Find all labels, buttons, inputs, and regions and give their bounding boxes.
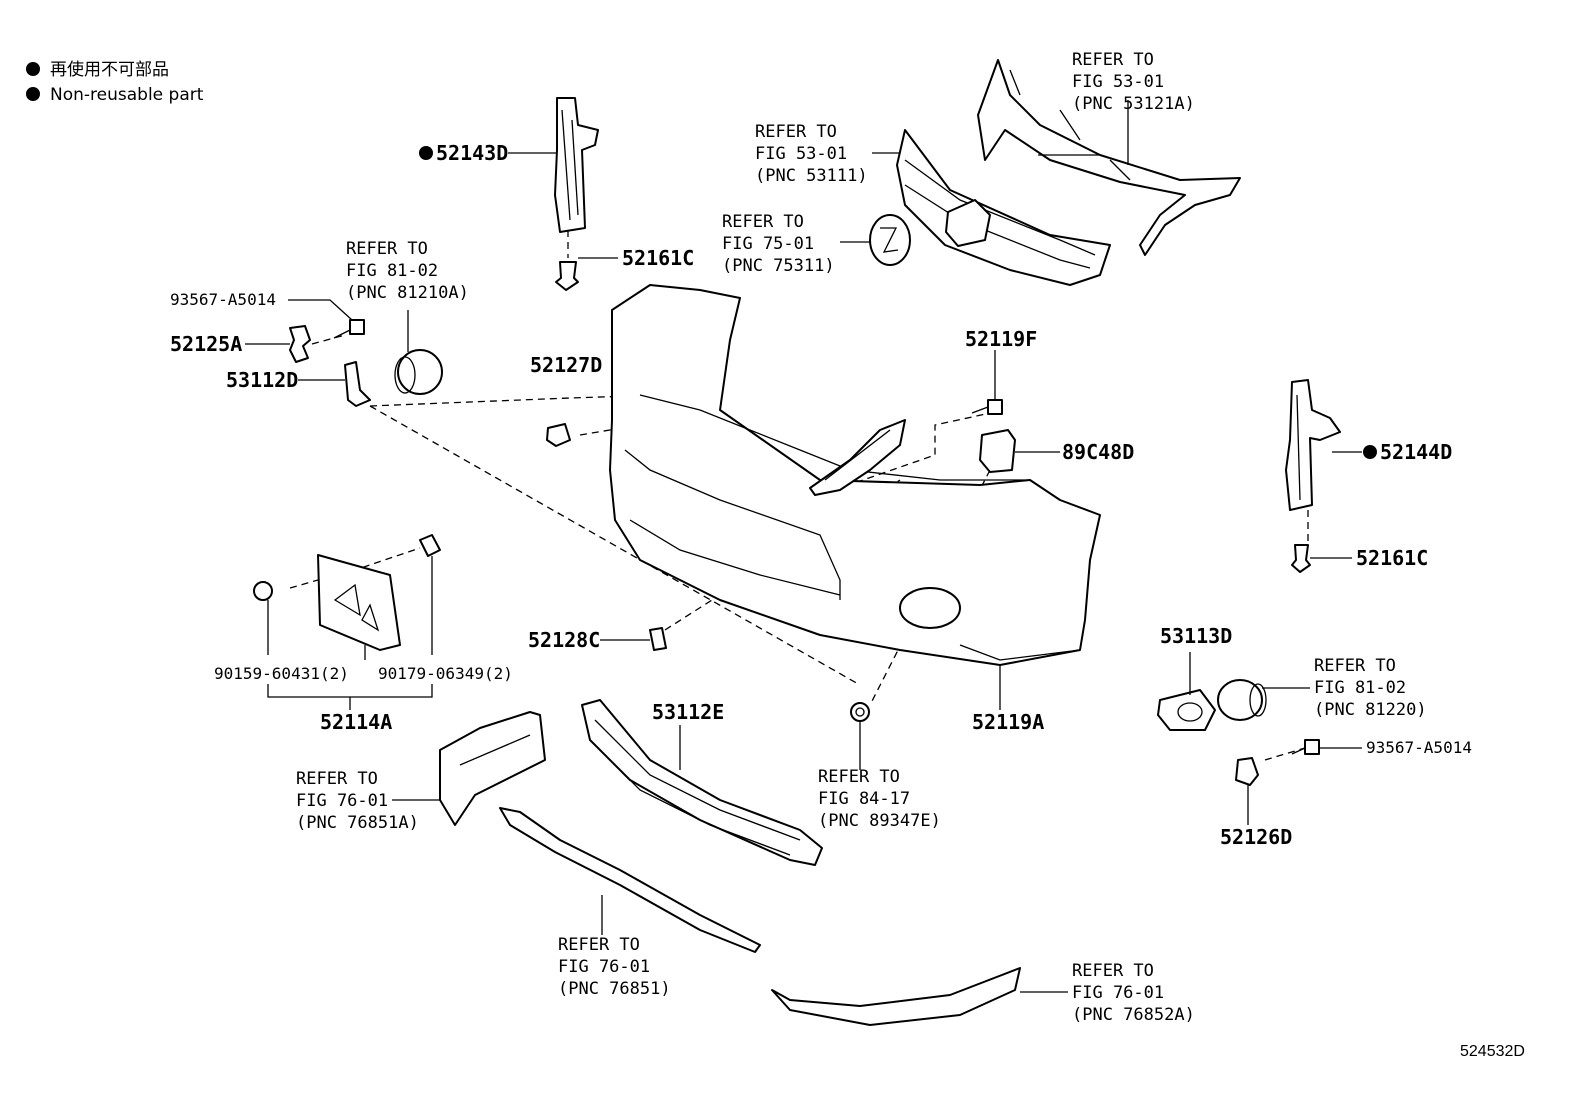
label-52119F[interactable]: 52119F (965, 327, 1037, 351)
screw-52119F[interactable] (971, 399, 1003, 415)
label-52161C-top[interactable]: 52161C (622, 246, 694, 270)
screw-93567-right[interactable] (1291, 739, 1320, 755)
svg-text:(PNC 89347E): (PNC 89347E) (818, 811, 941, 831)
part-89C48D[interactable] (979, 429, 1016, 473)
svg-text:REFER TO: REFER TO (1314, 656, 1396, 676)
svg-text:REFER TO: REFER TO (722, 212, 804, 232)
garnish-76851A[interactable] (439, 711, 546, 826)
legend-english: Non-reusable part (50, 85, 204, 105)
part-labels: 52143D 52161C 93567-A5014 52125A 53112D … (170, 141, 1472, 849)
cap-52127D[interactable] (546, 423, 571, 447)
ref-fig-76-01-b[interactable]: REFER TO FIG 76-01 (PNC 76851) (558, 935, 671, 999)
fog-cover-53113D[interactable] (1157, 689, 1216, 731)
svg-text:FIG 75-01: FIG 75-01 (722, 234, 814, 254)
svg-text:FIG 81-02: FIG 81-02 (346, 261, 438, 281)
label-93567-left[interactable]: 93567-A5014 (170, 290, 276, 309)
svg-text:REFER TO: REFER TO (346, 239, 428, 259)
ref-fig-76-01-a[interactable]: REFER TO FIG 76-01 (PNC 76851A) (296, 769, 419, 833)
svg-text:FIG 76-01: FIG 76-01 (558, 957, 650, 977)
refer-to-labels: REFER TO FIG 81-02 (PNC 81210A) REFER TO… (296, 50, 1427, 1025)
non-reusable-dot-icon (1363, 445, 1377, 459)
label-52119A[interactable]: 52119A (972, 710, 1044, 734)
svg-text:REFER TO: REFER TO (1072, 50, 1154, 70)
grille-53111[interactable] (896, 129, 1111, 286)
screw-93567-left[interactable] (333, 319, 365, 339)
label-52161C-right[interactable]: 52161C (1356, 546, 1428, 570)
ref-fig-75-01[interactable]: REFER TO FIG 75-01 (PNC 75311) (722, 212, 835, 276)
svg-text:FIG 76-01: FIG 76-01 (296, 791, 388, 811)
svg-text:(PNC 75311): (PNC 75311) (722, 256, 835, 276)
bracket-52126D[interactable] (1235, 757, 1259, 786)
ref-fig-53-01-b[interactable]: REFER TO FIG 53-01 (PNC 53111) (755, 122, 868, 186)
ref-fig-81-02-b[interactable]: REFER TO FIG 81-02 (PNC 81220) (1314, 656, 1427, 720)
retainer-center[interactable] (809, 419, 906, 496)
svg-text:(PNC 81210A): (PNC 81210A) (346, 283, 469, 303)
label-89C48D[interactable]: 89C48D (1062, 440, 1134, 464)
label-52125A[interactable]: 52125A (170, 332, 242, 356)
svg-text:FIG 53-01: FIG 53-01 (755, 144, 847, 164)
svg-text:REFER TO: REFER TO (818, 767, 900, 787)
bracket-53112D[interactable] (344, 361, 371, 407)
label-52143D[interactable]: 52143D (436, 141, 508, 165)
clip-52161C-right[interactable] (1291, 544, 1311, 573)
label-52126D[interactable]: 52126D (1220, 825, 1292, 849)
license-bracket-52114A[interactable] (317, 554, 401, 651)
non-reusable-dot-icon (419, 146, 433, 160)
label-53112D[interactable]: 53112D (226, 368, 298, 392)
figure-id: 524532D (1460, 1043, 1525, 1060)
emblem-75311[interactable] (869, 214, 911, 266)
svg-text:REFER TO: REFER TO (558, 935, 640, 955)
ref-fig-81-02-a[interactable]: REFER TO FIG 81-02 (PNC 81210A) (346, 239, 469, 303)
lower-grille-53112E[interactable] (581, 699, 823, 866)
label-53112E[interactable]: 53112E (652, 700, 724, 724)
trim-76852A[interactable] (771, 967, 1021, 1026)
moulding-76851[interactable] (499, 807, 761, 953)
legend: 再使用不可部品 Non-reusable part (26, 59, 204, 105)
ref-fig-84-17[interactable]: REFER TO FIG 84-17 (PNC 89347E) (818, 767, 941, 831)
svg-text:(PNC 53111): (PNC 53111) (755, 166, 868, 186)
non-reusable-dot-icon (26, 87, 40, 101)
clip-52161C-top[interactable] (555, 261, 579, 291)
ref-fig-53-01-a[interactable]: REFER TO FIG 53-01 (PNC 53121A) (1072, 50, 1195, 114)
label-53113D[interactable]: 53113D (1160, 624, 1232, 648)
leader-lines (245, 100, 1362, 993)
svg-text:(PNC 53121A): (PNC 53121A) (1072, 94, 1195, 114)
cap-52128C[interactable] (649, 627, 667, 651)
svg-text:FIG 81-02: FIG 81-02 (1314, 678, 1406, 698)
svg-text:REFER TO: REFER TO (755, 122, 837, 142)
label-52127D[interactable]: 52127D (530, 353, 602, 377)
svg-text:REFER TO: REFER TO (296, 769, 378, 789)
svg-text:(PNC 81220): (PNC 81220) (1314, 700, 1427, 720)
bracket-52125A[interactable] (289, 325, 311, 363)
label-52128C[interactable]: 52128C (528, 628, 600, 652)
svg-text:FIG 76-01: FIG 76-01 (1072, 983, 1164, 1003)
fog-lamp-right[interactable] (1217, 679, 1267, 721)
nut-90179[interactable] (419, 534, 441, 557)
label-90159[interactable]: 90159-60431(2) (214, 664, 349, 683)
bracket-52144D[interactable] (1285, 379, 1341, 511)
label-52114A[interactable]: 52114A (320, 710, 392, 734)
bracket-52143D[interactable] (554, 97, 599, 233)
fog-lamp-left[interactable] (394, 310, 443, 395)
grommet-89347E[interactable] (850, 702, 870, 722)
bolt-90159[interactable] (253, 581, 273, 601)
bumper-cover-52119A[interactable] (609, 284, 1101, 666)
svg-text:(PNC 76852A): (PNC 76852A) (1072, 1005, 1195, 1025)
label-93567-right[interactable]: 93567-A5014 (1366, 738, 1472, 757)
legend-japanese: 再使用不可部品 (50, 59, 169, 80)
svg-text:FIG 84-17: FIG 84-17 (818, 789, 910, 809)
svg-text:(PNC 76851): (PNC 76851) (558, 979, 671, 999)
svg-text:FIG 53-01: FIG 53-01 (1072, 72, 1164, 92)
label-90179[interactable]: 90179-06349(2) (378, 664, 513, 683)
svg-text:REFER TO: REFER TO (1072, 961, 1154, 981)
ref-fig-76-01-c[interactable]: REFER TO FIG 76-01 (PNC 76852A) (1072, 961, 1195, 1025)
svg-text:(PNC 76851A): (PNC 76851A) (296, 813, 419, 833)
non-reusable-dot-icon (26, 62, 40, 76)
label-52144D[interactable]: 52144D (1380, 440, 1452, 464)
